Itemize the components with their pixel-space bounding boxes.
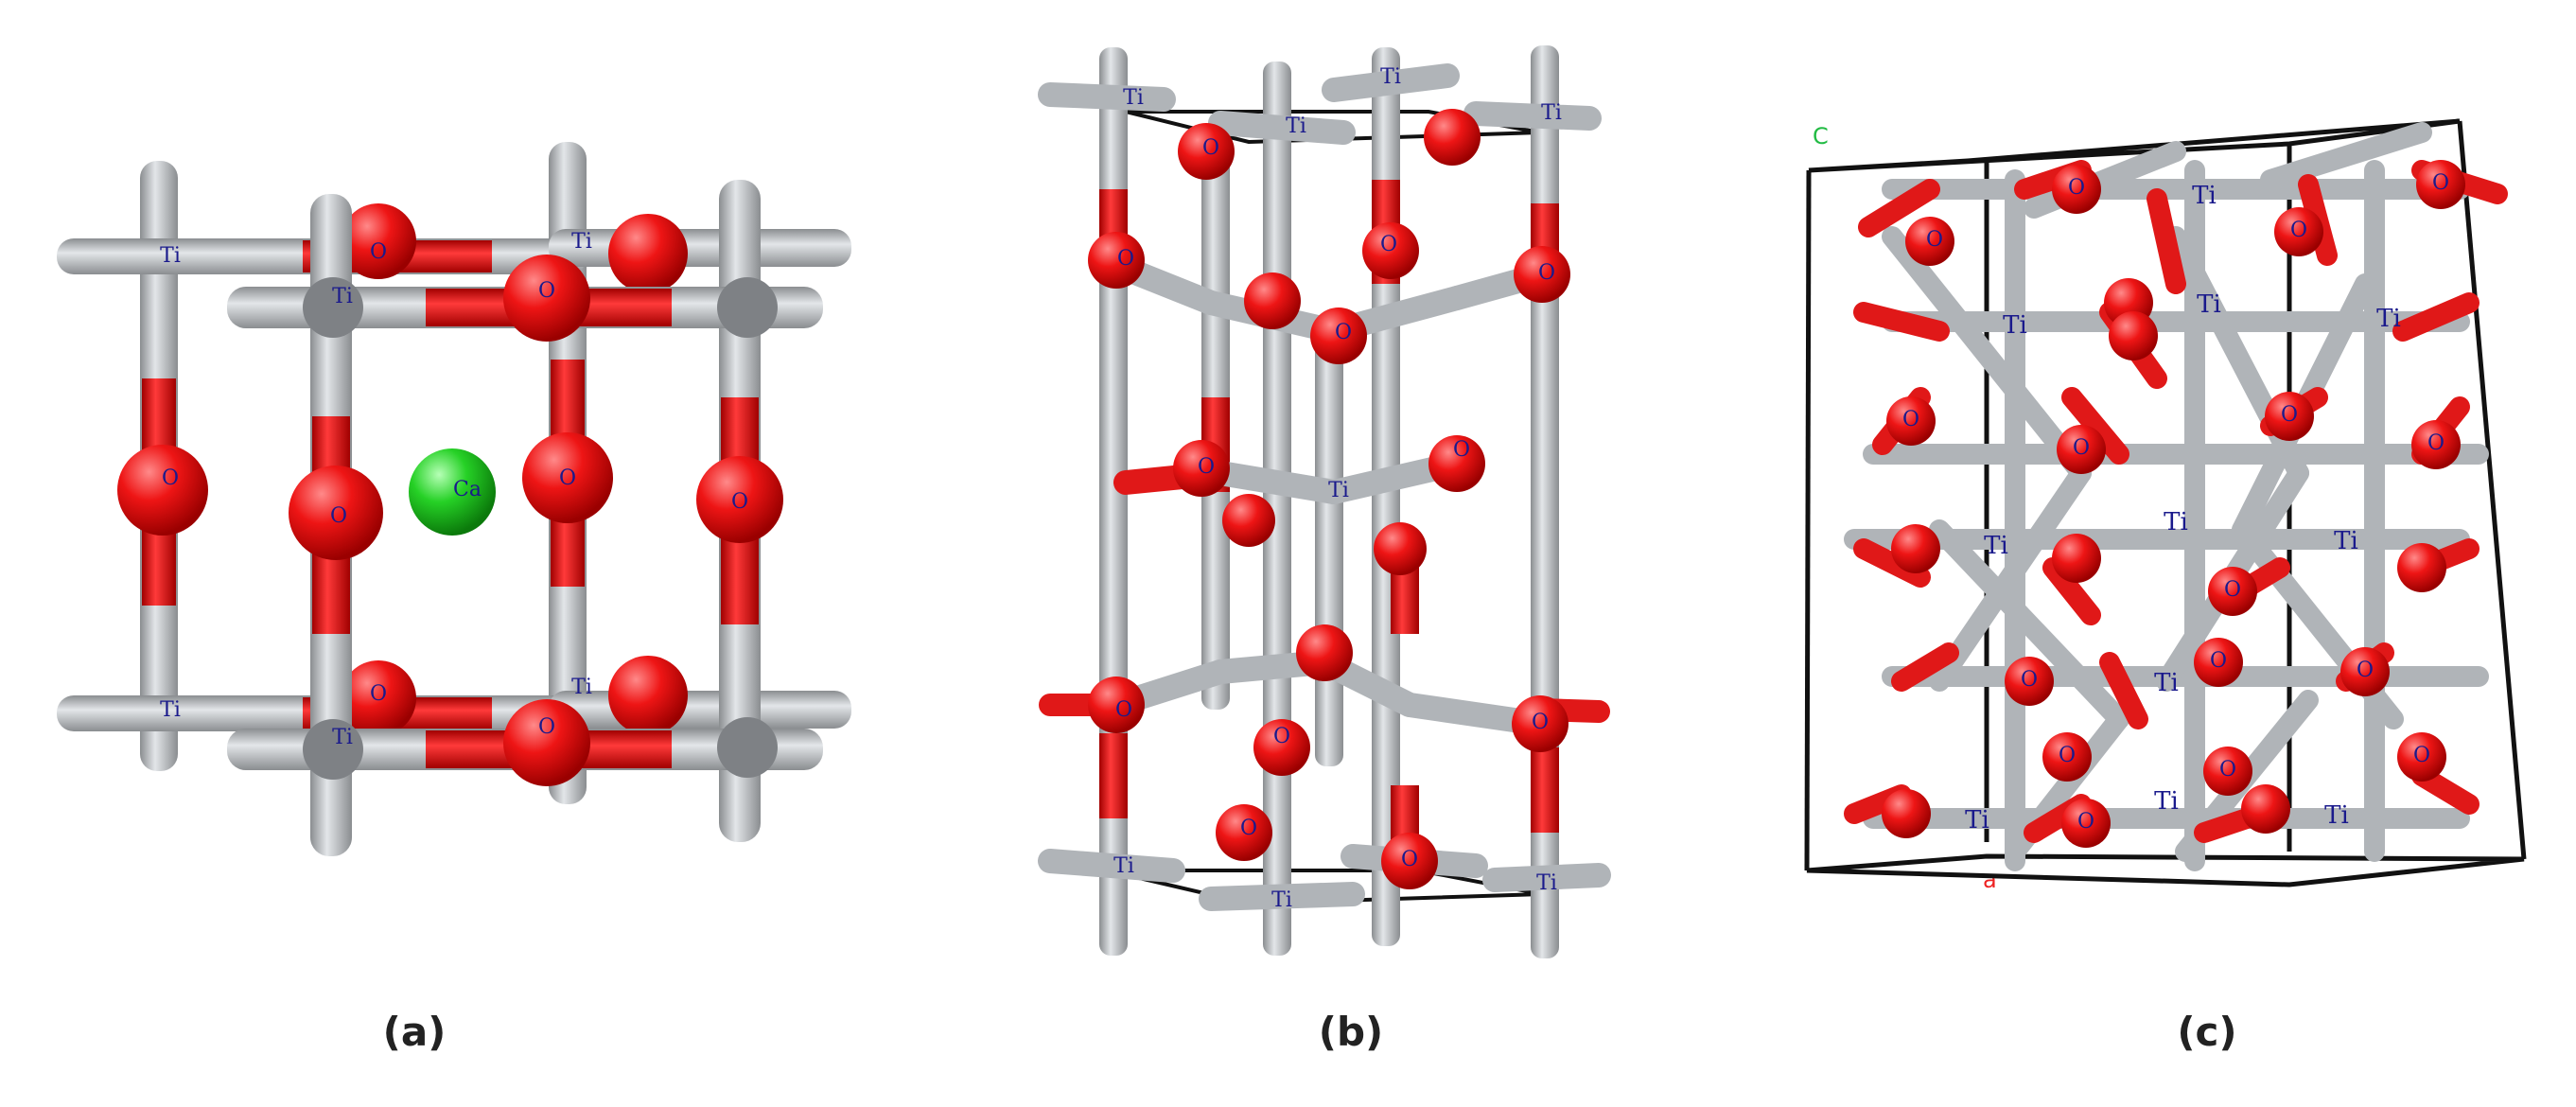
atom-label-o: O [370,240,387,264]
svg-text:O: O [2068,176,2085,200]
svg-text:O: O [2224,578,2241,602]
svg-text:Ti: Ti [2197,290,2221,319]
atom-label-o: O [538,715,555,739]
svg-text:O: O [2413,744,2430,767]
calcium-atom [409,448,496,536]
oxygen-atom [696,456,783,543]
svg-text:Ti: Ti [2154,669,2179,697]
atom-label-ti: Ti [332,285,353,308]
svg-text:Ti: Ti [1541,101,1562,125]
svg-text:O: O [2210,649,2227,673]
atom-label-ca: Ca [453,478,482,501]
svg-text:O: O [1380,233,1397,256]
atom-label-ti: Ti [160,244,181,268]
svg-text:Ti: Ti [2164,508,2188,536]
svg-text:Ti: Ti [2154,787,2179,816]
axis-label-a: a [1983,867,1997,893]
panel-c-oxygen-labels: O O O O O O O O O O O O O O O O [1902,171,2449,834]
oxygen-atom [503,699,590,786]
atom-label-o: O [559,466,576,490]
svg-text:O: O [1335,321,1352,344]
panel-a-caption: (a) [382,1009,447,1055]
panel-b-bonds [1038,45,1611,958]
svg-text:O: O [1453,438,1470,462]
oxygen-atom [117,445,208,536]
oxygen-atom [608,656,688,735]
atom-label-o: O [162,466,179,490]
svg-text:O: O [2059,744,2076,767]
oxygen-atom [341,203,416,279]
svg-text:Ti: Ti [1965,806,1989,835]
svg-text:O: O [2077,810,2094,834]
svg-text:O: O [2281,403,2298,427]
oxygen-atom [341,660,416,736]
svg-text:O: O [1198,455,1215,479]
svg-text:O: O [1117,247,1134,271]
svg-text:O: O [2021,668,2038,692]
svg-text:O: O [1401,848,1418,871]
panel-c-titanium-labels: Ti Ti Ti Ti Ti Ti Ti Ti Ti Ti Ti [1965,182,2401,835]
atom-label-ti: Ti [160,698,181,722]
atom-label-o: O [538,279,555,303]
atom-label-o: O [731,490,748,514]
svg-text:O: O [1240,817,1257,840]
svg-text:O: O [1926,228,1943,252]
svg-text:O: O [1538,261,1555,285]
oxygen-atom [522,432,613,523]
panel-a-perovskite-structure: O O O O O Ti Ti Ti Ti Ca O [57,142,851,856]
svg-text:Ti: Ti [1286,114,1306,138]
svg-text:O: O [2357,659,2374,682]
svg-text:Ti: Ti [1271,888,1292,912]
svg-text:Ti: Ti [2376,305,2401,333]
svg-text:Ti: Ti [2324,801,2349,830]
svg-text:O: O [2290,219,2307,242]
panel-b-caption: (b) [1318,1009,1384,1055]
panel-c-oxygen-atoms [1882,160,2465,848]
svg-text:O: O [1115,698,1132,722]
svg-text:Ti: Ti [2334,527,2358,555]
svg-text:Ti: Ti [1536,871,1557,895]
oxygen-atom [503,255,590,342]
atom-label-o: O [330,504,347,528]
svg-text:O: O [1902,408,1919,431]
atom-label-ti: Ti [571,676,592,699]
panel-c-caption: (c) [2177,1009,2237,1055]
oxygen-atom [289,466,383,560]
svg-text:Ti: Ti [2192,182,2217,210]
atom-label-ti: Ti [332,726,353,749]
svg-text:O: O [1273,725,1290,748]
svg-text:Ti: Ti [1984,532,2008,560]
svg-text:O: O [1532,711,1549,734]
panel-b-oxygen-atoms [1088,109,1570,889]
svg-text:Ti: Ti [1113,854,1134,878]
panel-c-tio2-supercell: C a [1804,118,2527,893]
svg-text:Ti: Ti [1328,479,1349,502]
panel-b-oxygen-labels: O O O O O O O O O O O O [1115,136,1555,871]
panel-b-anatase-structure: O O O O O O O O O O O O Ti Ti Ti Ti Ti T… [1038,45,1611,958]
svg-text:O: O [2432,171,2449,195]
svg-text:O: O [2427,431,2445,455]
axis-label-c: C [1813,123,1829,149]
svg-text:O: O [2073,436,2090,460]
svg-text:Ti: Ti [1380,65,1401,89]
oxygen-atom [608,214,688,293]
svg-text:O: O [1202,136,1219,160]
svg-text:Ti: Ti [2003,311,2027,340]
panel-c-oxygen-bonds [1844,160,2508,843]
svg-text:O: O [2219,758,2236,782]
atom-label-o: O [370,682,387,706]
atom-label-ti: Ti [571,230,592,254]
svg-text:Ti: Ti [1123,86,1144,110]
panel-b-titanium-labels: Ti Ti Ti Ti Ti Ti Ti Ti [1113,65,1562,912]
